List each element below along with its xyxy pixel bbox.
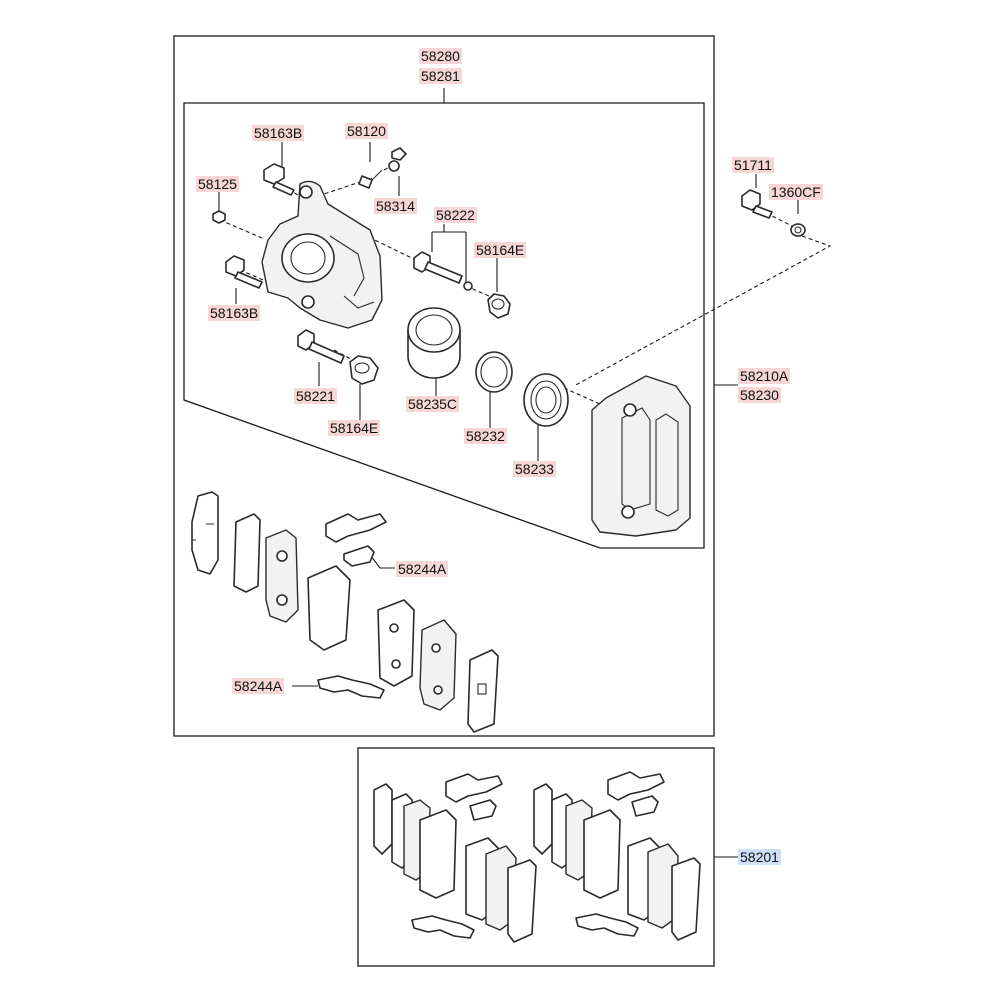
label-58314[interactable]: 58314 bbox=[374, 198, 417, 214]
pad-friction-right-icon bbox=[377, 599, 415, 687]
label-1360cf[interactable]: 1360CF bbox=[769, 184, 823, 200]
shim-outer-left-icon bbox=[191, 491, 219, 575]
cap-58125-icon bbox=[212, 210, 226, 224]
piston-58235c-icon bbox=[407, 307, 461, 379]
pad-kit-left-group-icon bbox=[373, 773, 537, 943]
bolt-51711-icon bbox=[741, 189, 773, 219]
clip-58244a-lower-icon bbox=[317, 675, 385, 699]
alignment-lines bbox=[219, 161, 832, 405]
washer-1360cf-icon bbox=[790, 223, 806, 237]
bolt-58163b-top-icon bbox=[263, 163, 295, 196]
boot-58164e-bottom-icon bbox=[349, 355, 379, 385]
caliper-housing-subframe bbox=[183, 102, 705, 549]
seal-58232-icon bbox=[475, 351, 513, 393]
carrier-bracket-58210a-icon bbox=[591, 375, 691, 537]
caliper-assembly-frame bbox=[173, 35, 715, 737]
bleeder-screw-icon bbox=[358, 169, 383, 189]
pad-backing-right-icon bbox=[419, 619, 457, 711]
label-58201[interactable]: 58201 bbox=[738, 849, 781, 865]
pad-kit-right-group-icon bbox=[533, 771, 701, 941]
label-58164e-bottom[interactable]: 58164E bbox=[328, 420, 381, 436]
bleeder-cap-icon bbox=[388, 147, 407, 172]
label-51711[interactable]: 51711 bbox=[732, 157, 774, 173]
caliper-body-icon bbox=[261, 180, 383, 329]
label-58210a[interactable]: 58210A bbox=[738, 368, 791, 384]
clip-58244a-upper-icon bbox=[325, 513, 387, 567]
label-58222[interactable]: 58222 bbox=[434, 207, 477, 223]
label-58164e-top[interactable]: 58164E bbox=[474, 242, 527, 258]
label-58232[interactable]: 58232 bbox=[464, 428, 507, 444]
shim-outer-right-icon bbox=[467, 649, 499, 733]
label-58230[interactable]: 58230 bbox=[738, 387, 781, 403]
label-58163b-bottom[interactable]: 58163B bbox=[208, 305, 261, 321]
label-58120[interactable]: 58120 bbox=[345, 123, 388, 139]
label-58233[interactable]: 58233 bbox=[513, 461, 556, 477]
bolt-58163b-bottom-icon bbox=[225, 255, 263, 289]
label-58125[interactable]: 58125 bbox=[196, 176, 239, 192]
guide-pin-58221-icon bbox=[297, 329, 345, 364]
label-58221[interactable]: 58221 bbox=[294, 388, 337, 404]
label-58235c[interactable]: 58235C bbox=[406, 396, 460, 412]
label-58280[interactable]: 58280 bbox=[419, 48, 462, 64]
label-58163b-top[interactable]: 58163B bbox=[252, 125, 305, 141]
label-58244a-right[interactable]: 58244A bbox=[396, 561, 449, 577]
boot-58164e-top-icon bbox=[487, 293, 511, 319]
label-58244a-left[interactable]: 58244A bbox=[232, 678, 285, 694]
pad-friction-left-icon bbox=[307, 565, 351, 651]
shim-inner-left-icon bbox=[233, 513, 261, 593]
guide-pin-58222-icon bbox=[413, 251, 473, 291]
label-58281[interactable]: 58281 bbox=[419, 68, 462, 84]
pad-backing-left-icon bbox=[265, 529, 299, 623]
dust-boot-58233-icon bbox=[523, 373, 569, 427]
